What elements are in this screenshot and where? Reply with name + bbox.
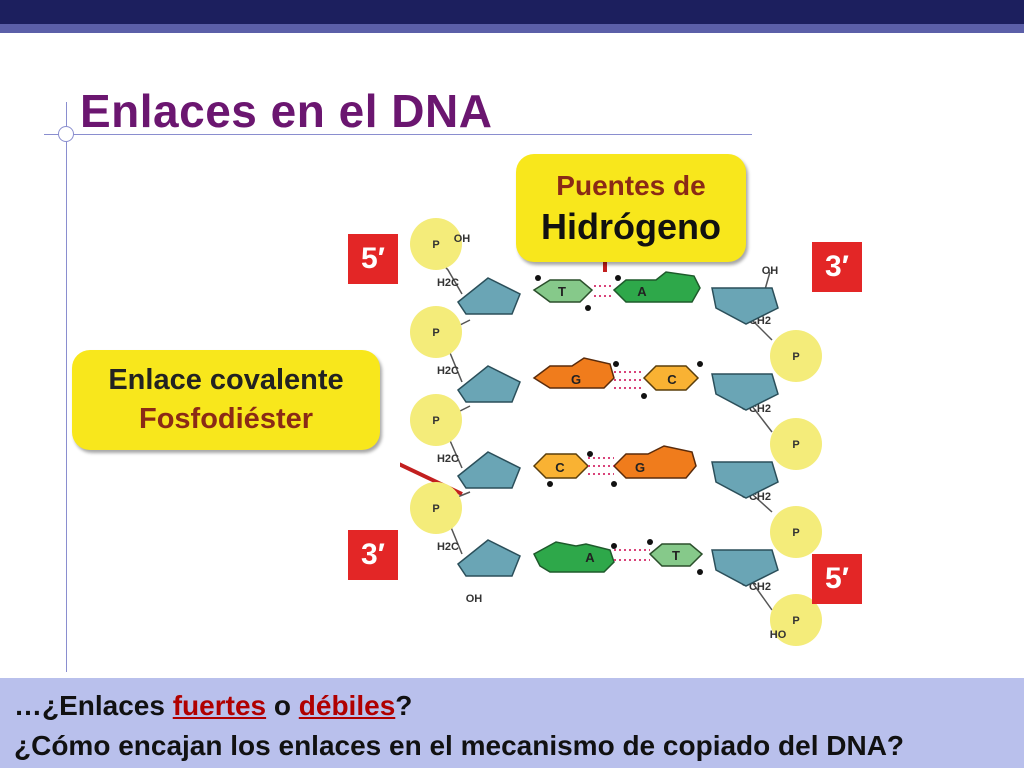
covalent-bond-callout: Enlace covalente Fosfodiéster — [72, 350, 380, 450]
top-bar-stripe — [0, 24, 1024, 33]
ch2-label: CH2 — [749, 581, 771, 593]
sugar-icon — [456, 365, 521, 403]
phosphate-icon — [770, 330, 822, 382]
base-letter: T — [558, 284, 566, 299]
base-icon — [532, 279, 594, 303]
h2c-label: H2C — [437, 453, 459, 465]
base-letter: T — [672, 548, 680, 563]
h2c-label: H2C — [437, 541, 459, 553]
phosphate-label: P — [792, 351, 799, 363]
h2c-label: H2C — [437, 277, 459, 289]
sugar-icon — [456, 277, 521, 315]
phosphate-icon — [410, 218, 462, 270]
phosphate-icon — [770, 594, 822, 646]
phosphate-icon — [410, 394, 462, 446]
strong-word: fuertes — [172, 690, 267, 721]
weak-word: débiles — [298, 690, 396, 721]
hydrogen-callout-line1: Puentes de — [556, 170, 706, 201]
slide-title: Enlaces en el DNA — [80, 85, 493, 137]
question-suffix: ? — [395, 690, 413, 721]
base-letter: C — [555, 460, 565, 475]
oh-label: OH — [466, 593, 483, 605]
oh-label: OH — [454, 233, 471, 245]
phosphate-label: P — [792, 527, 799, 539]
phosphate-icon — [770, 418, 822, 470]
title-rule — [44, 134, 752, 135]
dna-diagram: P P P P P P P P OH OH OH HO H2C H2C H2C … — [400, 218, 822, 646]
left-sugars — [456, 277, 521, 577]
sugar-icon — [711, 287, 779, 325]
base-icon — [642, 365, 700, 391]
question-mid: o — [266, 690, 299, 721]
phosphate-label: P — [792, 615, 799, 627]
question-strength: …¿Enlaces fuertes o débiles? — [14, 690, 412, 722]
sugar-icon — [456, 451, 521, 489]
top-bar — [0, 0, 1024, 24]
right-phosphates — [770, 330, 822, 646]
end-label-top-right: 3′ — [812, 242, 862, 292]
phosphate-label: P — [432, 327, 439, 339]
right-sugars — [711, 287, 779, 587]
hydrogen-callout-line2: Hidrógeno — [541, 206, 721, 247]
h2c-label: H2C — [437, 365, 459, 377]
base-icon — [533, 541, 615, 573]
base-letter: A — [585, 550, 595, 565]
phosphate-icon — [770, 506, 822, 558]
hydrogen-bond-callout: Puentes de Hidrógeno — [516, 154, 746, 262]
left-phosphates — [410, 218, 462, 534]
base-icon — [648, 543, 704, 567]
end-label-top-left: 5′ — [348, 234, 398, 284]
phosphate-label: P — [792, 439, 799, 451]
phosphate-icon — [410, 306, 462, 358]
covalent-callout-line2: Fosfodiéster — [138, 403, 314, 435]
phosphate-icon — [410, 482, 462, 534]
oh-label: OH — [762, 265, 779, 277]
base-letter: A — [637, 284, 647, 299]
end-label-bottom-right: 5′ — [812, 554, 862, 604]
phosphate-label: P — [432, 239, 439, 251]
end-label-bottom-left: 3′ — [348, 530, 398, 580]
question-copying: ¿Cómo encajan los enlaces en el mecanism… — [14, 730, 905, 761]
ho-label: HO — [770, 629, 787, 641]
sugar-icon — [711, 373, 779, 411]
base-letter: G — [571, 372, 581, 387]
covalent-callout-line1: Enlace covalente — [108, 364, 344, 396]
phosphate-label: P — [432, 415, 439, 427]
bottom-band — [0, 678, 1024, 768]
base-icon — [612, 271, 701, 303]
phosphate-label: P — [432, 503, 439, 515]
question-prefix: …¿Enlaces — [14, 690, 173, 721]
vertical-rule — [66, 102, 67, 672]
base-icon — [612, 445, 697, 479]
sugar-icon — [711, 461, 779, 499]
crosshair-icon — [58, 126, 74, 142]
sugar-icon — [711, 549, 779, 587]
base-icon — [532, 357, 615, 389]
sugar-icon — [456, 539, 521, 577]
base-letter: G — [635, 460, 645, 475]
base-letter: C — [667, 372, 677, 387]
